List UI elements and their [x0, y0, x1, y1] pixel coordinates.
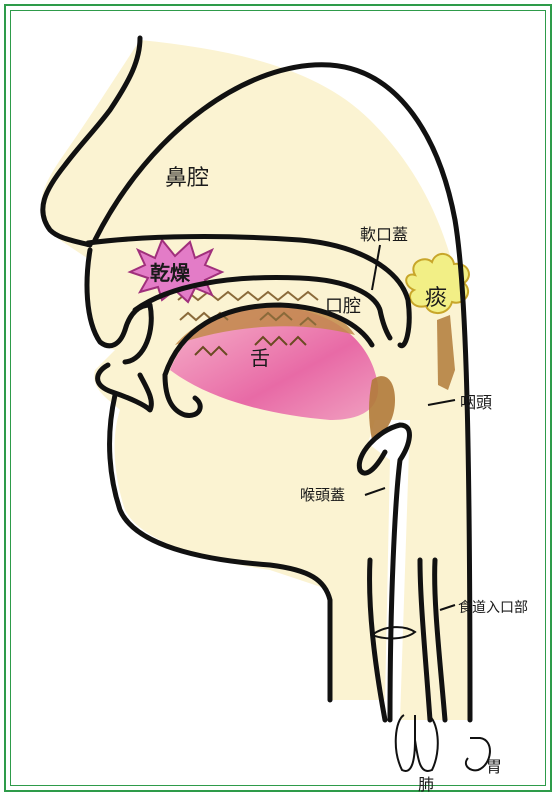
- label-epiglottis: 喉頭蓋: [300, 486, 345, 504]
- label-lung: 肺: [418, 775, 434, 794]
- label-soft-palate: 軟口蓋: [360, 225, 408, 244]
- label-esophagus-entrance: 食道入口部: [458, 599, 528, 616]
- label-pharynx: 咽頭: [460, 393, 492, 412]
- label-nasal-cavity: 鼻腔: [165, 166, 209, 191]
- label-oral-cavity: 口腔: [325, 296, 361, 317]
- label-dryness: 乾燥: [150, 261, 191, 285]
- label-tongue: 舌: [250, 346, 270, 370]
- label-stomach: 胃: [486, 757, 502, 776]
- label-phlegm: 痰: [425, 286, 447, 311]
- lung-icon: [396, 715, 438, 771]
